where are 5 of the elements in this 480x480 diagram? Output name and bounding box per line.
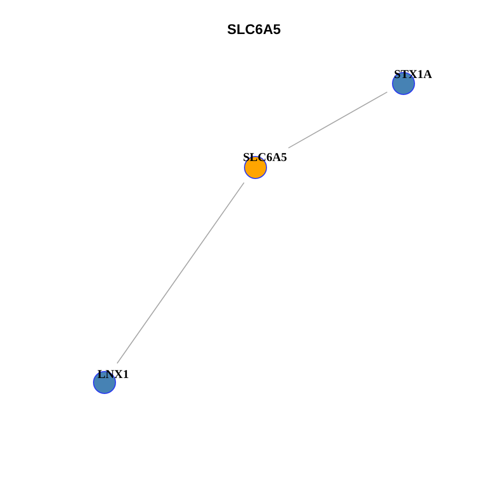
chart-title: SLC6A5 <box>226 21 282 37</box>
connector-line <box>288 92 388 148</box>
node-label: STX1A <box>394 68 432 80</box>
connector-line <box>116 182 244 364</box>
node-label: SLC6A5 <box>243 150 288 164</box>
